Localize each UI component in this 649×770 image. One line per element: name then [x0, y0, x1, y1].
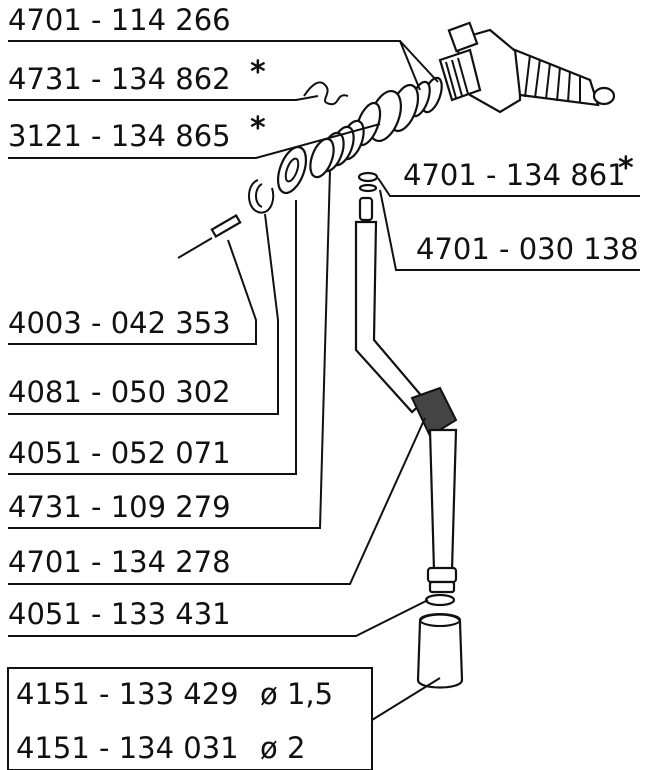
callout-4701-134861: 4701 - 134 861: [403, 158, 626, 192]
callout-4051-052071: 4051 - 052 071: [8, 436, 231, 470]
pin-drawing: [177, 214, 242, 259]
steam-tube-drawing: [354, 196, 458, 594]
callout-4051-133431: 4051 - 133 431: [8, 597, 231, 631]
callout-4731-109279: 4731 - 109 279: [8, 490, 231, 524]
nozzle-tip-drawing: [416, 613, 464, 689]
callout-4003-042353: 4003 - 042 353: [8, 306, 231, 340]
callout-labels: 4701 - 114 266 4731 - 134 862 * 3121 - 1…: [8, 3, 639, 631]
callout-4701-134278: 4701 - 134 278: [8, 545, 231, 579]
callout-4731-134862-star: *: [250, 55, 266, 90]
nozzle-size-box: 4151 - 133 429 ø 1,5 4151 - 134 031 ø 2: [7, 667, 373, 770]
leader-lines: [8, 40, 640, 721]
nozzle-size-box-frame: [7, 667, 373, 770]
callout-4081-050302: 4081 - 050 302: [8, 375, 231, 409]
boxed-4151-134031: 4151 - 134 031: [16, 731, 239, 765]
callout-4701-114266: 4701 - 114 266: [8, 3, 231, 37]
spring-clip-drawing: [303, 81, 349, 106]
boxed-4151-134031-size: ø 2: [260, 731, 305, 765]
valve-body-drawing: [438, 21, 616, 114]
callout-4731-134862: 4731 - 134 862: [8, 62, 231, 96]
spring-coil-drawing: [309, 119, 365, 179]
callout-4701-030138: 4701 - 030 138: [416, 232, 639, 266]
circlip-drawing: [248, 179, 275, 214]
o-ring-stack-drawing: [354, 76, 443, 147]
washer-drawing: [276, 145, 308, 195]
callout-4701-134861-star: *: [618, 151, 634, 186]
boxed-4151-133429-size: ø 1,5: [260, 677, 333, 711]
boxed-4151-133429: 4151 - 133 429: [16, 677, 239, 711]
callout-3121-134865-star: *: [250, 111, 266, 146]
small-o-rings-drawing: [357, 171, 379, 193]
nozzle-washer-drawing: [424, 593, 456, 607]
callout-3121-134865: 3121 - 134 865: [8, 119, 231, 153]
